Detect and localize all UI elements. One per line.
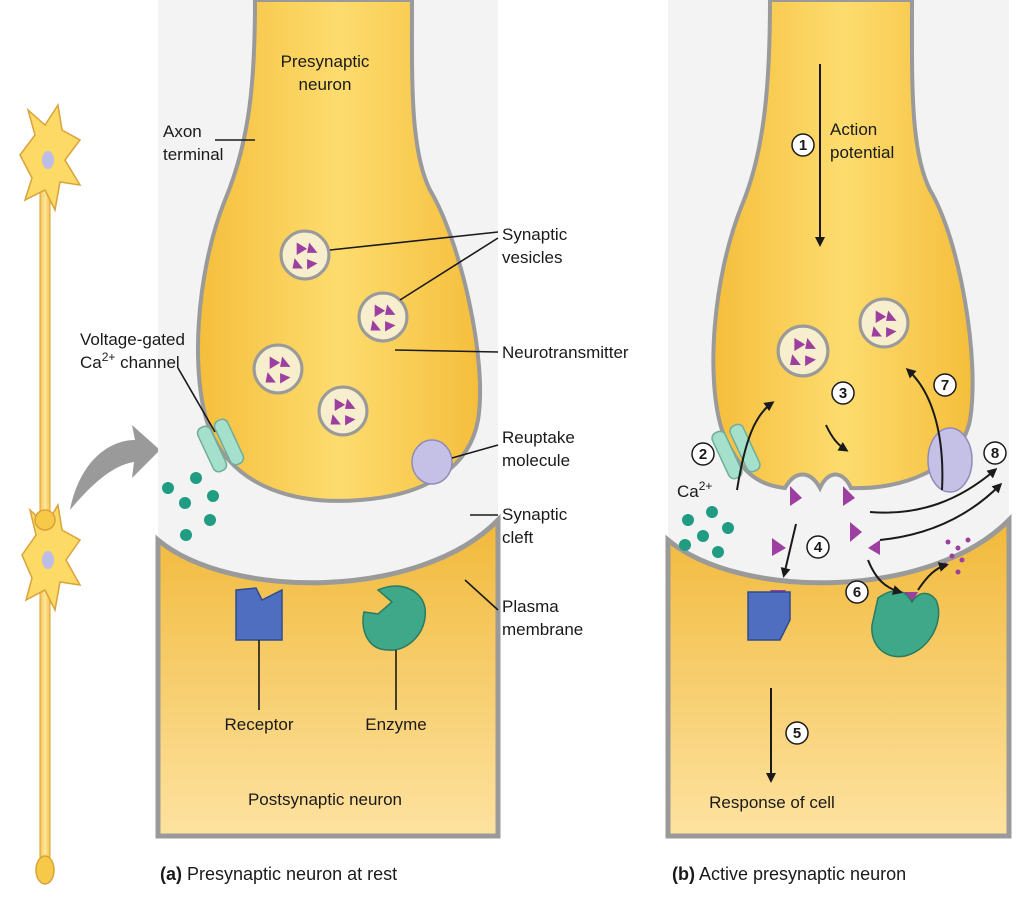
label-membrane-2: membrane	[502, 620, 583, 639]
panel-b: 1 2 3 4 5 6 7 8 Action potential Ca2+ Re…	[668, 0, 1009, 884]
reuptake-molecule-a	[412, 440, 452, 484]
axon-terminal-dot	[35, 510, 55, 530]
step-8-badge: 8	[984, 442, 1006, 464]
whole-neuron-illustration	[20, 105, 160, 884]
panel-a: Presynaptic neuron Axon terminal Synapti…	[80, 0, 629, 884]
vesicle-b1	[778, 326, 828, 376]
reuptake-molecule-b	[928, 428, 972, 492]
label-vesicles-2: vesicles	[502, 248, 562, 267]
label-reuptake-2: molecule	[502, 451, 570, 470]
axon-end	[36, 856, 54, 884]
lower-nucleus	[42, 551, 54, 569]
vesicle-a3	[254, 345, 302, 393]
step-4-badge: 4	[807, 536, 829, 558]
svg-text:2: 2	[699, 446, 707, 463]
step-2-badge: 2	[692, 443, 714, 465]
svg-text:4: 4	[814, 539, 823, 556]
step-5-badge: 5	[786, 722, 808, 744]
vesicle-a4	[319, 387, 367, 435]
label-receptor: Receptor	[225, 715, 294, 734]
upper-nucleus	[42, 151, 54, 169]
svg-text:1: 1	[799, 137, 807, 154]
receptor-a	[236, 588, 282, 640]
step-3-badge: 3	[832, 382, 854, 404]
step-1-badge: 1	[792, 134, 814, 156]
caption-a: (a) Presynaptic neuron at rest	[160, 864, 397, 884]
label-cleft-2: cleft	[502, 528, 533, 547]
step-7-badge: 7	[934, 374, 956, 396]
label-response: Response of cell	[709, 793, 835, 812]
vesicle-b2	[860, 299, 908, 347]
label-reuptake-1: Reuptake	[502, 428, 575, 447]
svg-text:6: 6	[853, 584, 861, 601]
label-membrane-1: Plasma	[502, 597, 559, 616]
label-action-1: Action	[830, 120, 877, 139]
label-axon-2: terminal	[163, 145, 223, 164]
svg-text:5: 5	[793, 725, 801, 742]
caption-b: (b) Active presynaptic neuron	[672, 864, 906, 884]
label-channel-1: Voltage-gated	[80, 330, 185, 349]
receptor-b	[748, 592, 790, 640]
vesicle-a2	[359, 293, 407, 341]
label-presynaptic-2: neuron	[299, 75, 352, 94]
label-axon-1: Axon	[163, 122, 202, 141]
label-channel-2: Ca2+ channel	[80, 350, 180, 372]
label-action-2: potential	[830, 143, 894, 162]
label-enzyme: Enzyme	[365, 715, 426, 734]
label-vesicles-1: Synaptic	[502, 225, 568, 244]
label-postsynaptic: Postsynaptic neuron	[248, 790, 402, 809]
svg-text:7: 7	[941, 377, 949, 394]
svg-text:8: 8	[991, 445, 999, 462]
step-6-badge: 6	[846, 581, 868, 603]
zoom-arrow-icon	[70, 425, 160, 510]
label-cleft-1: Synaptic	[502, 505, 568, 524]
label-presynaptic-1: Presynaptic	[281, 52, 370, 71]
svg-text:3: 3	[839, 385, 847, 402]
vesicle-a1	[281, 231, 329, 279]
label-neurotransmitter: Neurotransmitter	[502, 343, 629, 362]
